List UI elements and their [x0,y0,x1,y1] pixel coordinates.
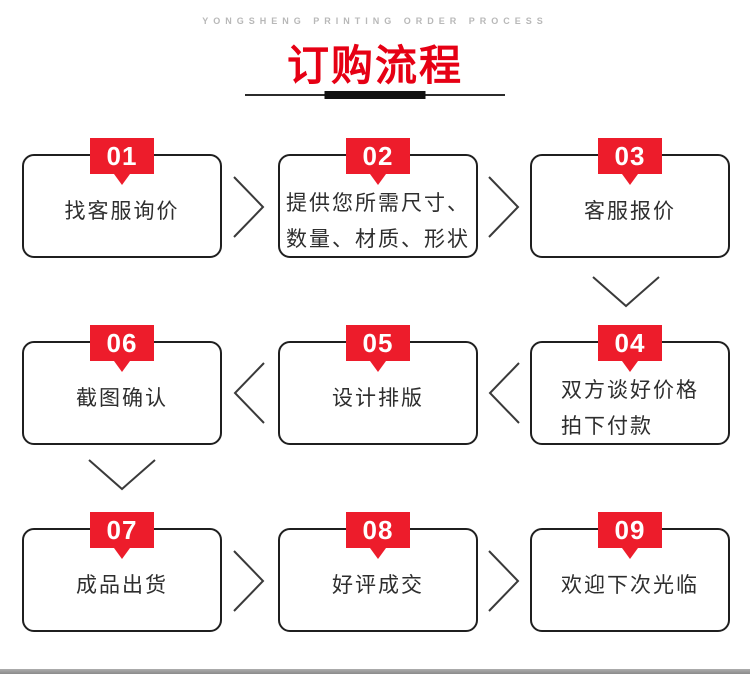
section-divider-bar [0,669,750,674]
step-label: 成品出货 [76,574,168,597]
step-number: 05 [362,327,394,358]
step-badge-06: 06 [90,325,154,361]
step-box-08: 08 好评成交 [278,512,478,632]
step-badge-05: 05 [346,325,410,361]
divider-bar [324,91,426,99]
chevron-right-icon [488,550,520,612]
chevron-left-icon [488,362,520,424]
step-number: 04 [614,327,646,358]
eyebrow-text: YONGSHENG PRINTING ORDER PROCESS [202,16,548,26]
step-number: 06 [106,327,138,358]
step-label: 客服报价 [584,200,676,223]
step-badge-04: 04 [598,325,662,361]
step-box-02: 02 提供您所需尺寸、数量、材质、形状 [278,138,478,258]
step-number: 01 [106,140,138,171]
step-badge-01: 01 [90,138,154,174]
step-label: 欢迎下次光临 [561,574,699,597]
step-label: 找客服询价 [64,200,180,223]
page-title: 订购流程 [286,42,463,89]
step-label: 双方谈好价格拍下付款 [561,379,699,438]
chevron-down-icon [88,459,156,491]
step-number: 03 [614,140,646,171]
step-label: 提供您所需尺寸、数量、材质、形状 [286,192,470,251]
step-badge-02: 02 [346,138,410,174]
step-box-05: 05 设计排版 [278,325,478,445]
chevron-right-icon [233,550,265,612]
step-number: 09 [614,514,646,545]
step-number: 02 [362,140,394,171]
step-box-09: 09 欢迎下次光临 [530,512,730,632]
step-number: 07 [106,514,138,545]
step-badge-03: 03 [598,138,662,174]
step-box-06: 06 截图确认 [22,325,222,445]
step-badge-08: 08 [346,512,410,548]
chevron-right-icon [233,176,265,238]
step-label: 设计排版 [332,387,424,410]
step-label: 截图确认 [76,387,168,410]
step-box-07: 07 成品出货 [22,512,222,632]
step-number: 08 [362,514,394,545]
chevron-down-icon [592,276,660,308]
title-divider [245,90,505,100]
step-label: 好评成交 [332,574,424,597]
step-box-04: 04 双方谈好价格拍下付款 [530,325,730,445]
step-badge-07: 07 [90,512,154,548]
step-box-01: 01 找客服询价 [22,138,222,258]
step-badge-09: 09 [598,512,662,548]
chevron-right-icon [488,176,520,238]
chevron-left-icon [233,362,265,424]
step-box-03: 03 客服报价 [530,138,730,258]
